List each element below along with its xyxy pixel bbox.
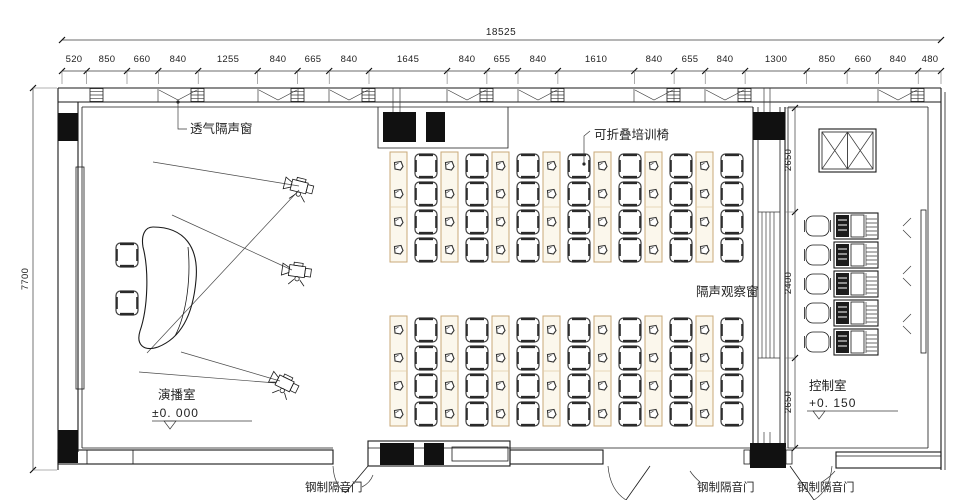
label-foldable-training-chair: 可折叠培训椅 (594, 127, 669, 142)
label-steel-door-2: 钢制隔音门 (697, 480, 755, 494)
dim-seg: 655 (682, 54, 699, 65)
dim-seg: 655 (494, 54, 511, 65)
equipment-cabinet (818, 128, 877, 173)
dim-seg: 850 (819, 54, 836, 65)
monitor-wall (902, 209, 927, 354)
chair-column (441, 152, 488, 262)
dim-seg: 660 (855, 54, 872, 65)
dim-control-seg: 2400 (783, 272, 794, 294)
chair-column (543, 152, 590, 262)
chair-column (390, 316, 437, 426)
dim-seg: 1610 (585, 54, 607, 65)
camera-icon (264, 368, 302, 403)
dim-seg: 840 (646, 54, 663, 65)
observation-window-wall (752, 107, 786, 448)
studio-door (332, 450, 369, 494)
control-room: 2650 2400 2650 控制室 +0. 150 (783, 104, 927, 452)
left-dimension: 7700 (20, 84, 57, 474)
label-steel-door-3: 钢制隔音门 (797, 480, 855, 494)
anchor-chair (114, 241, 140, 269)
label-control-room-level: +0. 150 (809, 396, 856, 410)
chair-column (696, 316, 743, 426)
operator-station (803, 241, 879, 269)
dim-seg: 1300 (765, 54, 787, 65)
control-room-door (789, 465, 833, 500)
dim-seg: 665 (305, 54, 322, 65)
top-wall-windows (157, 88, 919, 103)
acoustic-panel-strip (75, 166, 85, 390)
control-room-dimension-chain: 2650 2400 2650 (783, 104, 799, 452)
dim-seg: 660 (134, 54, 151, 65)
studio-area: 透气隔声窗 演播室 ±0. 000 (114, 100, 316, 430)
classroom-door (602, 450, 651, 500)
chair-column (492, 316, 539, 426)
dim-total-height: 7700 (20, 268, 31, 290)
label-steel-door-1: 钢制隔音门 (305, 480, 363, 494)
chair-column (492, 152, 539, 262)
dim-total-width: 18525 (486, 27, 516, 38)
training-chair-grid: 可折叠培训椅 隔声观察窗 (390, 127, 759, 426)
top-dimension-chain: 18525 520 850 660 840 1255 840 665 840 1… (58, 27, 945, 84)
dim-seg: 840 (170, 54, 187, 65)
dim-control-seg: 2650 (783, 149, 794, 171)
dim-seg: 850 (99, 54, 116, 65)
label-studio-level: ±0. 000 (152, 406, 199, 420)
label-observation-window: 隔声观察窗 (696, 285, 759, 299)
operator-station (803, 299, 879, 327)
dim-seg: 1645 (397, 54, 419, 65)
chair-column (594, 316, 641, 426)
anchor-desk (138, 226, 197, 349)
dim-seg: 840 (341, 54, 358, 65)
operator-station (803, 212, 879, 240)
chair-column (543, 316, 590, 426)
dim-seg: 840 (530, 54, 547, 65)
label-control-room: 控制室 (809, 378, 847, 393)
dim-control-seg: 2650 (783, 391, 794, 413)
dim-seg: 840 (890, 54, 907, 65)
chair-column (696, 152, 743, 262)
operator-station (803, 270, 879, 298)
chair-column (390, 152, 437, 262)
operator-station (803, 328, 879, 356)
dim-seg: 1255 (217, 54, 239, 65)
label-vent-soundproof-window: 透气隔声窗 (190, 121, 253, 136)
chair-column (594, 152, 641, 262)
chair-column (645, 152, 692, 262)
bottom-walls (57, 440, 942, 469)
columns (58, 112, 786, 468)
anchor-chair (114, 289, 140, 317)
label-studio-room: 演播室 (158, 387, 196, 402)
dim-seg: 840 (270, 54, 287, 65)
camera-icon (280, 174, 316, 204)
dim-seg: 480 (922, 54, 939, 65)
chair-column (645, 316, 692, 426)
segment-dimension-values: 520 850 660 840 1255 840 665 840 1645 84… (66, 54, 939, 65)
walls (57, 87, 946, 470)
dimension-ticks (58, 67, 945, 84)
dim-seg: 840 (459, 54, 476, 65)
chair-column (441, 316, 488, 426)
dim-seg: 520 (66, 54, 83, 65)
camera-icon (279, 260, 313, 288)
top-wall-piers (89, 88, 925, 102)
doors: 钢制隔音门 钢制隔音门 钢制隔音门 (305, 450, 855, 500)
dim-seg: 840 (717, 54, 734, 65)
